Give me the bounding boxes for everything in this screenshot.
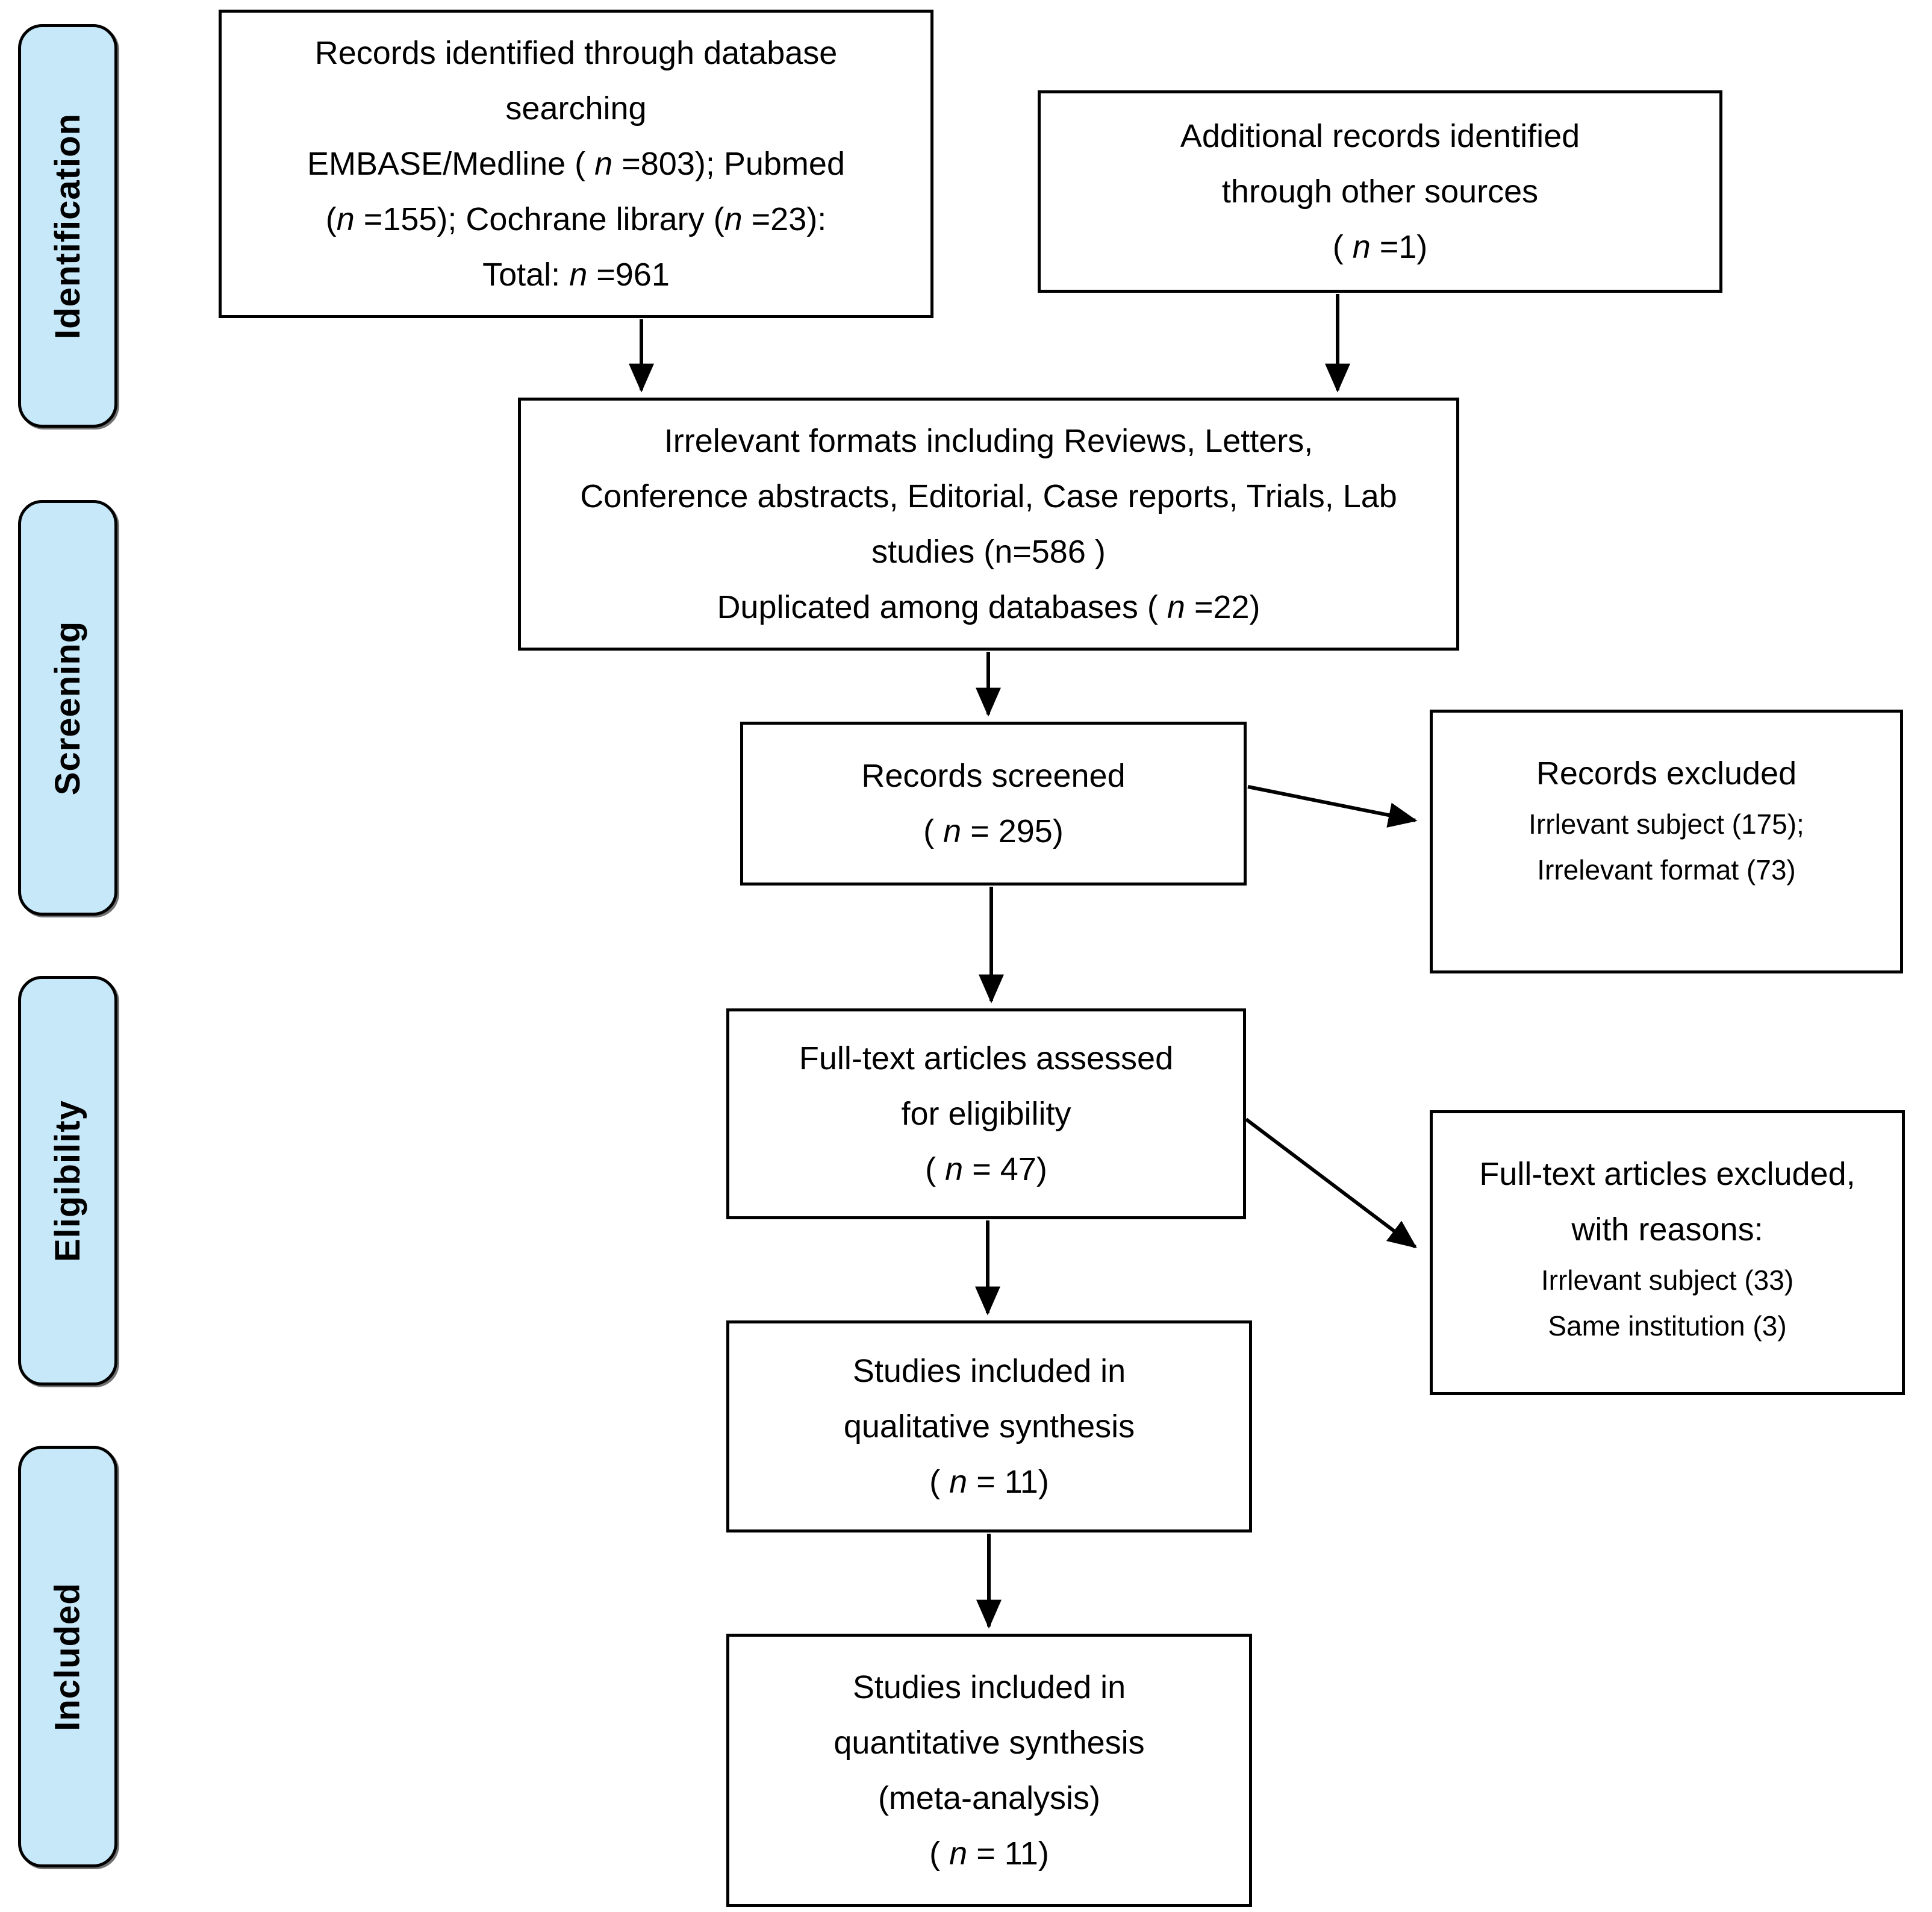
- box-text-line: Irrelevant formats including Reviews, Le…: [664, 423, 1313, 459]
- box-text-line: through other sources: [1221, 173, 1539, 210]
- box-text-line: Total: n =961: [482, 257, 670, 293]
- box-quantitative-synthesis: Studies included in quantitative synthesi…: [726, 1634, 1252, 1907]
- box-text-line: searching: [505, 90, 647, 127]
- box-text-line: (n =155); Cochrane library (n =23):: [325, 201, 827, 237]
- stage-identification-label: Identification: [48, 113, 88, 339]
- box-text-line: quantitative synthesis: [834, 1725, 1145, 1761]
- box-text-line: qualitative synthesis: [843, 1408, 1135, 1445]
- box-text-line: Full-text articles assessed: [799, 1040, 1174, 1076]
- box-text-line: Studies included in: [852, 1669, 1126, 1705]
- box-text-line: EMBASE/Medline ( n =803); Pubmed: [307, 146, 845, 182]
- box-text-line: Irrlevant subject (33): [1541, 1264, 1794, 1296]
- box-text-line: Records identified through database: [314, 35, 838, 71]
- box-text-line: Records screened: [861, 758, 1126, 794]
- box-text-line: ( n = 11): [929, 1835, 1049, 1872]
- box-text-line: Conference abstracts, Editorial, Case re…: [580, 478, 1397, 514]
- box-text-line: (meta-analysis): [877, 1780, 1101, 1816]
- box-text-line: studies (n=586 ): [871, 534, 1106, 570]
- stage-eligibility: Eligibility: [18, 976, 117, 1386]
- box-text-line: Additional records identified: [1180, 118, 1580, 154]
- box-text-line: with reasons:: [1571, 1211, 1763, 1248]
- box-irrelevant-formats: Irrelevant formats including Reviews, Le…: [518, 398, 1459, 651]
- box-text-line: Same institution (3): [1548, 1310, 1787, 1342]
- box-text-line: ( n = 47): [925, 1151, 1047, 1187]
- stage-screening-label: Screening: [48, 620, 87, 795]
- box-fulltext-assessed: Full-text articles assessed for eligibili…: [726, 1008, 1246, 1219]
- arrow-records-screened-to-records-excluded: [1247, 785, 1418, 828]
- box-fulltext-excluded: Full-text articles excluded, with reasons…: [1430, 1110, 1905, 1395]
- box-text-line: Full-text articles excluded,: [1479, 1156, 1856, 1192]
- stage-included: Included: [18, 1446, 117, 1867]
- stage-included-label: Included: [48, 1582, 87, 1731]
- box-records-identified: Records identified through database searc…: [219, 10, 933, 318]
- box-text-line: ( n = 11): [929, 1464, 1049, 1500]
- box-additional-records: Additional records identified through oth…: [1038, 90, 1722, 293]
- box-text-line: Irrelevant format (73): [1537, 854, 1796, 886]
- box-records-screened: Records screened ( n = 295): [740, 722, 1247, 886]
- stage-eligibility-label: Eligibility: [48, 1099, 87, 1262]
- stage-screening: Screening: [18, 500, 117, 916]
- box-text-line: Irrlevant subject (175);: [1528, 808, 1804, 840]
- box-text-line: ( n = 295): [923, 813, 1064, 849]
- box-text-line: Duplicated among databases ( n =22): [717, 589, 1260, 625]
- box-text-line: Studies included in: [852, 1353, 1126, 1389]
- box-qualitative-synthesis: Studies included in qualitative synthesis…: [726, 1320, 1252, 1532]
- arrow-fulltext-assessed-to-fulltext-excluded: [1245, 1117, 1417, 1249]
- box-text-line: for eligibility: [901, 1096, 1071, 1132]
- box-text-line: ( n =1): [1332, 229, 1428, 265]
- box-text-line: Records excluded: [1536, 755, 1797, 792]
- stage-identification: Identification: [18, 24, 117, 428]
